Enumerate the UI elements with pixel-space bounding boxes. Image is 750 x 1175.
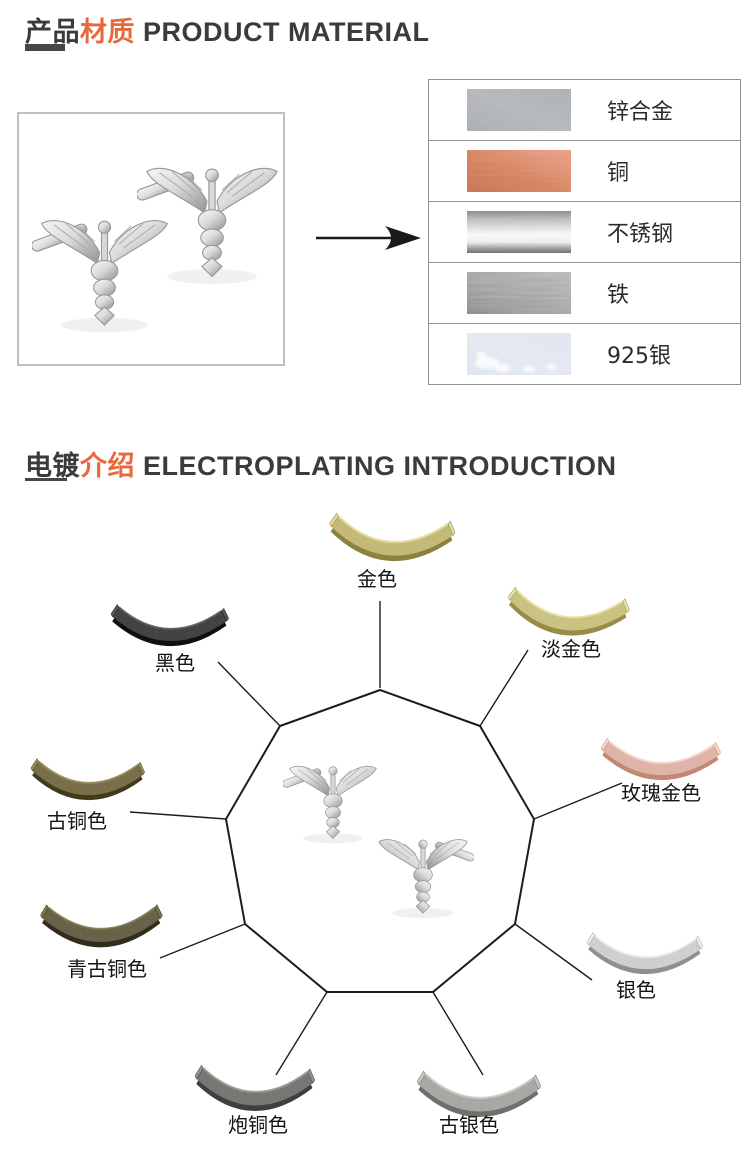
connector-line [533,782,623,820]
plating-swatch [39,896,163,960]
title-zh-accent: 材质 [80,17,135,47]
plating-swatch-image [506,585,630,639]
material-label: 锌合金 [607,100,674,125]
material-swatch-image [467,150,571,192]
plating-swatch-image [30,757,146,801]
connector-line [159,923,246,959]
plating-swatch-image [328,511,456,562]
title-en: ELECTROPLATING INTRODUCTION [143,451,617,481]
material-swatch-zinc [467,89,571,131]
caduceus-cufflink-icon [282,765,377,844]
material-label: 铜 [607,161,630,186]
title-zh-dark: 产品 [25,17,80,47]
material-swatch-silver925 [467,333,571,375]
section-title-product-material: 产品材质 PRODUCT MATERIAL [25,10,429,49]
plating-label: 玫瑰金色 [621,781,701,805]
material-row: 铁 [429,263,740,324]
material-swatch-image [467,211,571,253]
plating-label: 古铜色 [47,809,107,833]
plating-swatch-image [110,603,230,647]
arrow-icon [316,226,421,250]
material-label: 铁 [607,283,630,308]
plating-swatch [108,596,230,660]
plating-label: 炮铜色 [228,1113,288,1137]
plating-label: 古银色 [439,1113,499,1137]
plating-swatch [325,504,457,579]
material-row: 锌合金 [429,80,740,141]
title-en: PRODUCT MATERIAL [143,17,430,47]
title-underline [25,44,65,51]
plating-swatch [28,750,146,814]
material-swatch-iron [467,272,571,314]
plating-swatch [414,1062,542,1132]
material-label: 925银 [607,344,671,369]
plating-swatch-image [194,1064,316,1111]
plating-swatch-image [40,903,163,948]
plating-swatch [502,578,631,654]
plating-swatch-image [600,737,722,781]
material-row: 不锈钢 [429,202,740,263]
caduceus-cufflink-icon [31,220,169,333]
material-row: 925银 [429,324,740,385]
cufflink-illustration [31,197,177,342]
material-label: 不锈钢 [607,222,674,247]
caduceus-cufflink-icon [136,167,278,284]
product-photo [17,112,285,366]
caduceus-cufflink-icon [378,839,475,919]
connector-line [217,661,281,727]
plating-swatch-image [416,1069,542,1117]
connector-line [514,923,593,981]
material-swatch-image [467,272,571,314]
material-swatch-image [467,333,571,375]
cufflink-illustration [136,144,287,294]
title-underline [25,478,67,481]
plating-swatch-image [586,931,704,975]
material-swatch-image [467,89,571,131]
plating-swatch [584,924,704,988]
material-row: 铜 [429,141,740,202]
plating-swatch [192,1056,316,1126]
connector-line [129,811,227,820]
material-swatch-stainless [467,211,571,253]
title-zh-accent: 介绍 [80,451,135,481]
title-zh-dark: 电镀 [25,451,80,481]
plating-label: 青古铜色 [67,957,147,981]
plating-label: 金色 [357,567,397,591]
plating-label: 淡金色 [541,637,601,661]
connector-line [479,649,529,727]
plating-label: 银色 [616,978,656,1002]
cufflink-illustration [282,750,383,850]
section-title-electroplating: 电镀介绍 ELECTROPLATING INTRODUCTION [25,444,616,483]
material-swatch-copper [467,150,571,192]
cufflink-illustration [372,823,475,925]
plating-label: 黑色 [155,651,195,675]
plating-swatch [598,730,722,794]
materials-table: 锌合金铜不锈钢铁 925银 [428,79,741,385]
